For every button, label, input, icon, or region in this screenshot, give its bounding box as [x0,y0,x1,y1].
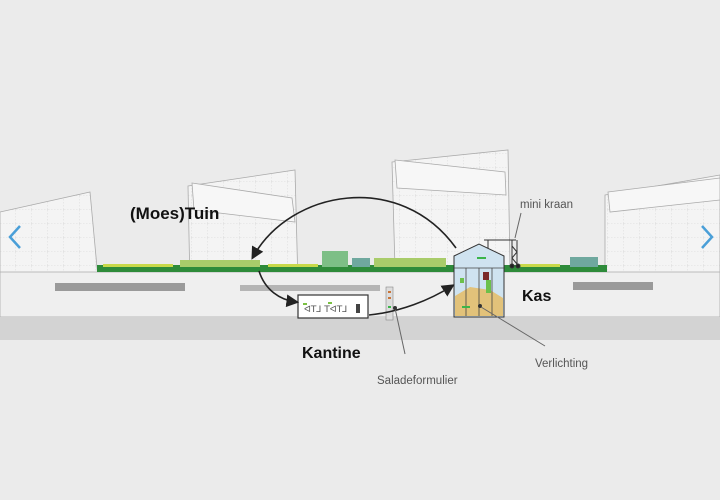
label-saladeformulier: Saladeformulier [377,375,458,387]
label-kantine: Kantine [302,345,361,362]
label-pointers [394,212,546,355]
flow-arrows [251,196,457,316]
label-mini-kraan: mini kraan [520,199,573,211]
label-verlichting: Verlichting [535,358,588,370]
greenhouse-kas [453,243,505,318]
green-roof [97,265,607,272]
label-kas: Kas [522,288,551,305]
chevron-left-icon [8,225,21,249]
chevron-right-icon [701,225,714,249]
windows [55,282,653,291]
salad-form-kiosk [385,286,394,321]
label-moestuin: (Moes)Tuin [130,204,219,223]
background-buildings [0,149,720,318]
svg-text:ᐊT⅃ TᐊT⅃: ᐊT⅃ TᐊT⅃ [304,305,347,315]
roof-garden-beds [103,251,598,267]
previous-slide-button[interactable] [4,222,28,252]
ground-band [0,317,720,340]
next-slide-button[interactable] [694,222,718,252]
kantine-box: ᐊT⅃ TᐊT⅃ [297,294,369,319]
